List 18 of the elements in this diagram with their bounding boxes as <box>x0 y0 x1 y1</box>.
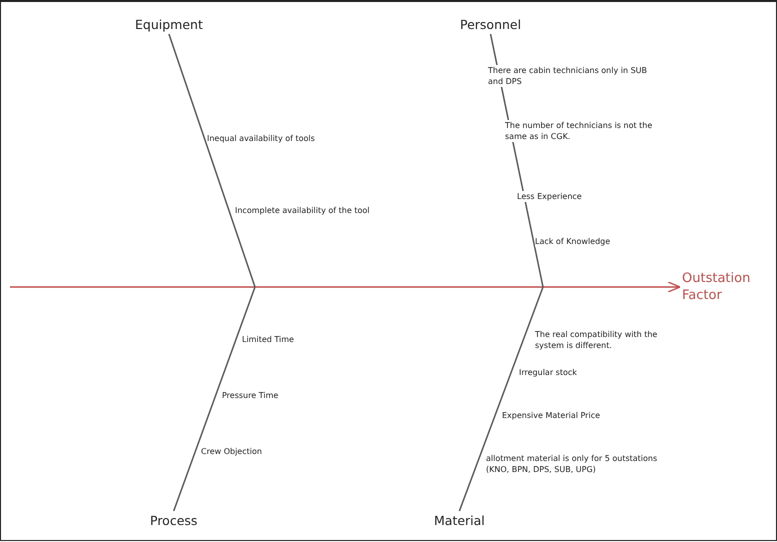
category-label: Personnel <box>460 17 522 32</box>
cause-text: Inequal availability of tools <box>207 133 315 144</box>
category-label: Material <box>434 513 485 528</box>
effect-label: Outstation Factor <box>682 270 752 304</box>
cause-text: Crew Objection <box>201 446 262 457</box>
cause-text: Irregular stock <box>519 367 577 378</box>
cause-text: Expensive Material Price <box>502 410 600 421</box>
bone-line <box>458 286 544 512</box>
cause-text: Incomplete availability of the tool <box>235 205 370 216</box>
category-label: Equipment <box>135 17 203 32</box>
category-label: Process <box>150 513 198 528</box>
cause-text: Pressure Time <box>222 390 278 401</box>
cause-text: Lack of Knowledge <box>535 236 610 247</box>
cause-text: Limited Time <box>242 334 294 345</box>
bone-line <box>173 286 256 512</box>
spine-arrow <box>10 281 681 293</box>
bone-line <box>168 34 256 288</box>
cause-text: Less Experience <box>517 191 582 202</box>
